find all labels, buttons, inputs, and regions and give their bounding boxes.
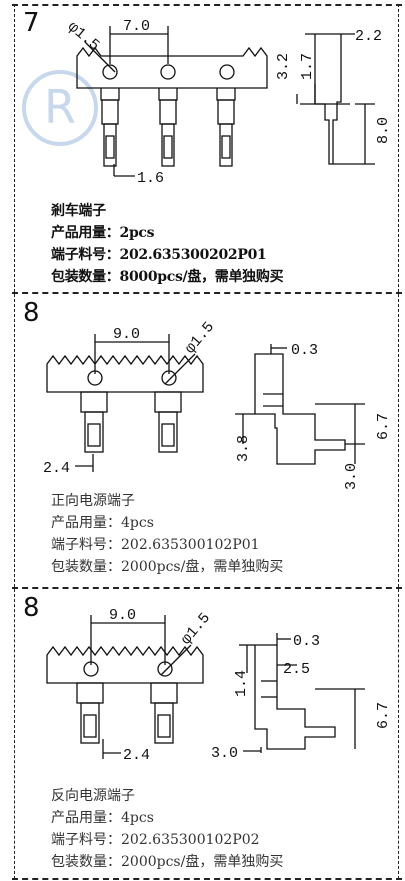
registered-watermark: R xyxy=(22,70,98,146)
dim-pitch: 9.0 xyxy=(109,607,136,624)
panel-brake-terminal: 7 7.0 φ1.5 2.2 xyxy=(14,4,399,292)
spec-usage: 产品用量：4pcs xyxy=(51,515,154,531)
dim-h2: 6.7 xyxy=(375,413,392,440)
dim-foot: 2.4 xyxy=(123,747,150,764)
dim-h3: 3.0 xyxy=(343,463,360,490)
terminal-drawing: 9.0 φ1.5 0.3 3.8 6.7 3.0 2.4 xyxy=(43,319,392,490)
terminal-drawing: 7.0 φ1.5 2.2 3.2 1.7 8.0 1.6 xyxy=(64,18,392,187)
dim-foot: 1.6 xyxy=(137,170,164,187)
dim-h3: 8.0 xyxy=(375,117,392,144)
dim-h1: 3.2 xyxy=(275,53,292,80)
dim-h1: 1.4 xyxy=(233,670,250,697)
dim-h2: 6.7 xyxy=(375,702,392,729)
divider-top xyxy=(12,4,402,6)
dim-pitch: 7.0 xyxy=(123,18,150,35)
spec-part-number: 端子料号：202.635300102P01 xyxy=(51,537,260,553)
dim-w1: 0.3 xyxy=(293,633,320,650)
spec-list: 反向电源端子 产品用量：4pcs 端子料号：202.635300102P02 包… xyxy=(51,785,283,873)
divider-2 xyxy=(12,587,402,589)
dim-foot: 2.4 xyxy=(43,460,70,477)
dim-w1: 0.3 xyxy=(291,342,318,359)
panel-forward-power-terminal: 8 9.0 φ1.5 0.3 3.8 6.7 3.0 2.4 正向电源端子 产品… xyxy=(14,294,399,587)
terminal-drawing: 9.0 φ1.5 0.3 2.5 1.4 6.7 3.0 2.4 xyxy=(46,607,392,764)
divider-1 xyxy=(12,292,402,294)
spec-packaging: 包装数量：8000pcs/盘，需单独购买 xyxy=(51,269,284,285)
dim-pitch: 9.0 xyxy=(113,326,140,343)
spec-packaging: 包装数量：2000pcs/盘，需单独购买 xyxy=(51,559,284,575)
spec-usage: 产品用量：4pcs xyxy=(51,810,154,826)
spec-packaging: 包装数量：2000pcs/盘，需单独购买 xyxy=(51,854,284,870)
dim-w1: 2.2 xyxy=(355,28,382,45)
panel-number: 8 xyxy=(23,298,40,328)
dim-w2: 2.5 xyxy=(283,661,310,678)
panel-number: 8 xyxy=(23,593,40,623)
spec-part-number: 端子料号：202.635300202P01 xyxy=(51,247,267,263)
divider-bottom xyxy=(12,878,402,880)
dim-h1: 3.8 xyxy=(235,435,252,462)
panel-reverse-power-terminal: 8 9.0 φ1.5 0.3 2.5 1.4 6.7 3.0 2.4 反向电源端 xyxy=(14,589,399,879)
spec-title: 反向电源端子 xyxy=(51,788,135,804)
spec-part-number: 端子料号：202.635300102P02 xyxy=(51,832,260,848)
spec-list: 剎车端子 产品用量：2pcs 端子料号：202.635300202P01 包装数… xyxy=(51,200,284,288)
spec-list: 正向电源端子 产品用量：4pcs 端子料号：202.635300102P01 包… xyxy=(51,490,283,578)
dim-hole: φ1.5 xyxy=(182,319,218,358)
dim-hole: φ1.5 xyxy=(178,610,214,649)
spec-title: 剎车端子 xyxy=(51,203,106,219)
dim-h2: 1.7 xyxy=(299,53,316,80)
panel-number: 7 xyxy=(23,8,40,38)
spec-title: 正向电源端子 xyxy=(51,493,135,509)
dim-h3: 3.0 xyxy=(211,745,238,762)
spec-usage: 产品用量：2pcs xyxy=(51,225,155,241)
